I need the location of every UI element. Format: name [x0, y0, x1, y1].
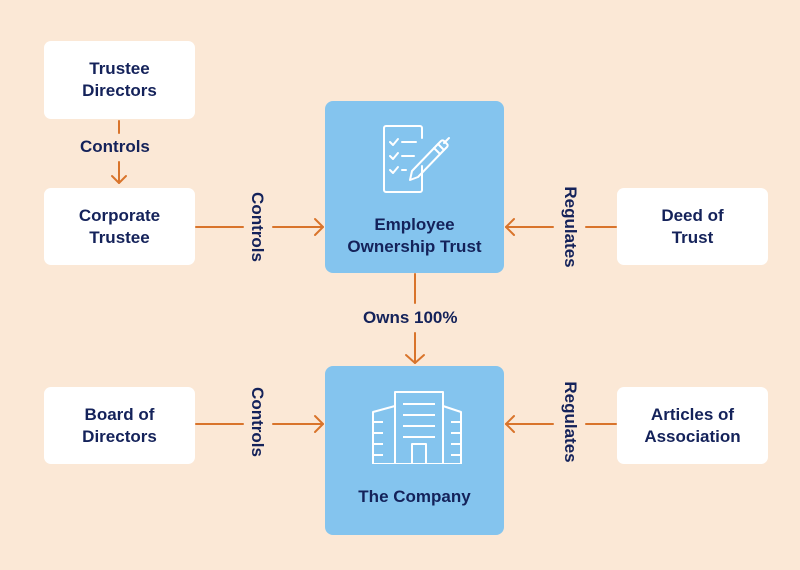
- node-label-line2: Directors: [82, 81, 157, 100]
- edge-label-corporate-controls: Controls: [248, 192, 267, 262]
- node-label-line2: Directors: [82, 426, 157, 446]
- arrowhead-down-icon: [111, 175, 127, 184]
- edge-label-trustee-controls: Controls: [80, 137, 150, 156]
- node-label-line2: Trustee: [89, 227, 150, 247]
- edge-label-board-controls: Controls: [248, 387, 267, 457]
- node-the-company: The Company: [325, 366, 504, 535]
- node-label-line1: Corporate: [78, 205, 161, 225]
- checklist-pen-icon: [382, 125, 450, 193]
- arrowhead-left-icon: [505, 218, 515, 236]
- node-label-line1: Articles of: [650, 404, 735, 424]
- edge-label-deed-regulates: Regulates: [561, 186, 580, 268]
- office-building-icon: [371, 390, 462, 464]
- arrowhead-down-icon: [405, 354, 425, 364]
- arrowhead-left-icon: [505, 415, 515, 433]
- node-label-line1: Board of: [84, 404, 155, 424]
- node-label-line1: Employee: [374, 215, 455, 234]
- node-articles-of-association: Articles of Association: [617, 387, 768, 464]
- edge-label-articles-regulates: Regulates: [561, 381, 580, 463]
- node-board-of-directors: Board of Directors: [44, 387, 195, 464]
- node-label-line2: Ownership Trust: [347, 237, 482, 256]
- node-deed-of-trust: Deed of Trust: [617, 188, 768, 265]
- node-label-line1: Deed of: [661, 205, 724, 225]
- node-label-line1: The Company: [358, 486, 471, 506]
- arrowhead-right-icon: [314, 218, 324, 236]
- node-employee-ownership-trust: Employee Ownership Trust: [325, 101, 504, 273]
- edge-label-owns: Owns 100%: [363, 308, 458, 327]
- node-corporate-trustee: Corporate Trustee: [44, 188, 195, 265]
- node-label-line2: Association: [644, 426, 741, 446]
- node-trustee-directors: Trustee Directors: [44, 41, 195, 119]
- arrowhead-right-icon: [314, 415, 324, 433]
- node-label-line2: Trust: [671, 227, 714, 247]
- node-label-line1: Trustee: [89, 59, 150, 78]
